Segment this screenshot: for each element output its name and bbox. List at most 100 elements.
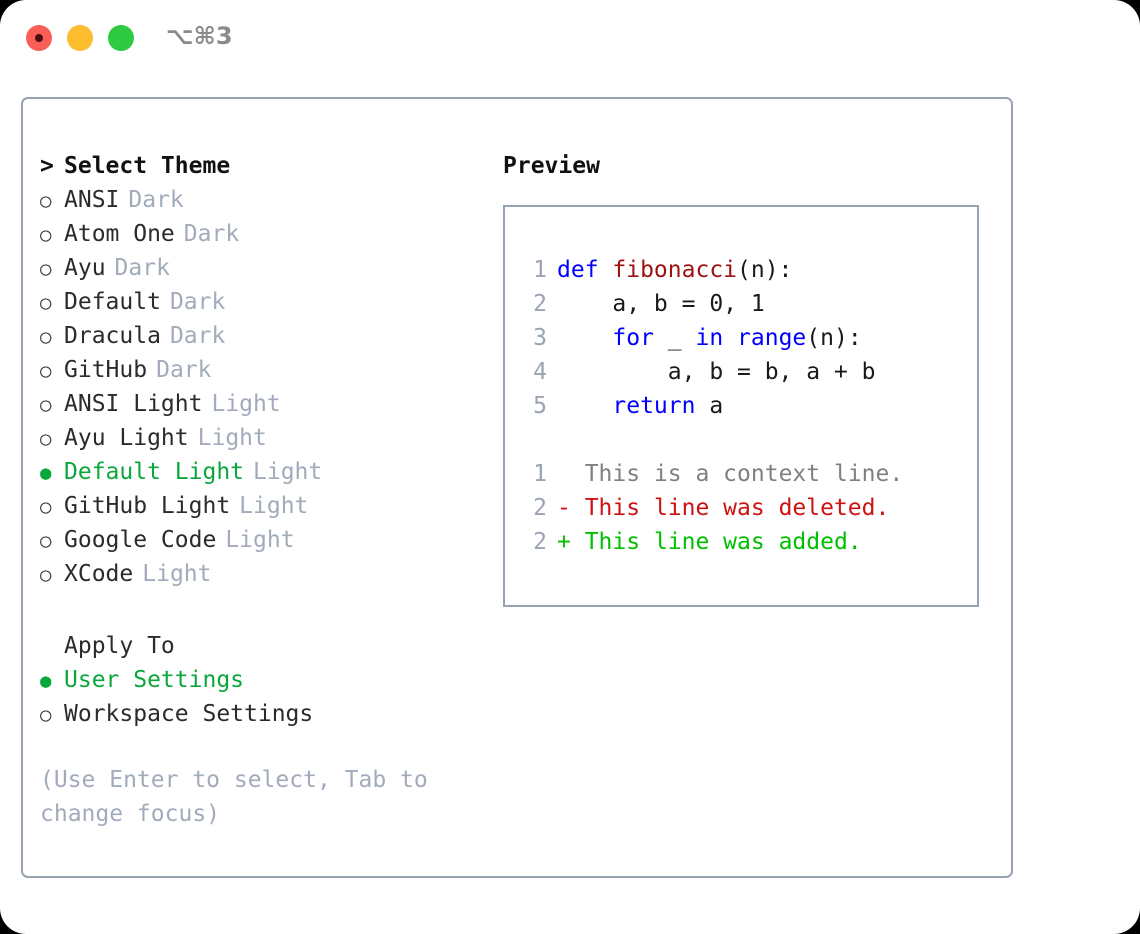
radio-unselected-icon: ○ xyxy=(40,224,52,246)
theme-name: Atom One xyxy=(64,221,175,247)
apply-to-heading: ○Apply To xyxy=(40,629,490,663)
radio-unselected-icon: ○ xyxy=(40,360,52,382)
line-number: 5 xyxy=(533,393,547,419)
theme-name: GitHub Light xyxy=(64,493,231,519)
diff-line: 2- This line was deleted. xyxy=(521,491,969,525)
theme-name: Ayu xyxy=(64,255,106,281)
radio-unselected-icon: ○ xyxy=(40,530,52,552)
theme-name: XCode xyxy=(64,561,134,587)
theme-list-item[interactable]: ○ Ayu Light Light xyxy=(40,421,490,455)
theme-name: ANSI xyxy=(64,187,120,213)
code-token: return xyxy=(612,393,696,419)
theme-variant-label: Light xyxy=(239,493,309,519)
diff-marker xyxy=(557,461,585,487)
code-token: fibonacci xyxy=(612,257,738,283)
code-line: 3 for _ in range(n): xyxy=(521,321,969,355)
theme-name: Google Code xyxy=(64,527,217,553)
theme-list-item[interactable]: ● Default Light Light xyxy=(40,455,490,489)
theme-variant-label: Dark xyxy=(156,357,212,383)
code-token: _ xyxy=(653,325,696,351)
theme-list-item[interactable]: ○ ANSI Light Light xyxy=(40,387,490,421)
theme-variant-label: Light xyxy=(211,391,281,417)
diff-line: 1 This is a context line. xyxy=(521,457,969,491)
code-token: (n): xyxy=(737,257,793,283)
apply-to-option-label: User Settings xyxy=(64,667,245,693)
radio-unselected-icon: ○ xyxy=(40,190,52,212)
theme-variant-label: Light xyxy=(253,459,323,485)
theme-variant-label: Light xyxy=(197,425,267,451)
code-token: def xyxy=(557,257,613,283)
diff-line: 2 + This line was added. xyxy=(521,525,969,559)
radio-unselected-icon: ○ xyxy=(40,394,52,416)
apply-to-marker-placeholder: ○ xyxy=(40,630,64,664)
line-number: 3 xyxy=(533,325,547,351)
caret-icon: > xyxy=(40,153,54,179)
keyboard-shortcut-label: ⌥⌘3 xyxy=(166,22,233,50)
line-number: 4 xyxy=(533,359,547,385)
radio-unselected-icon: ○ xyxy=(40,564,52,586)
theme-variant-label: Light xyxy=(225,527,295,553)
apply-to-option[interactable]: ○Workspace Settings xyxy=(40,697,490,731)
theme-name: GitHub xyxy=(64,357,148,383)
theme-variant-label: Dark xyxy=(169,289,226,315)
code-token: a, b = 0, 1 xyxy=(557,291,765,317)
radio-selected-icon: ● xyxy=(40,462,52,484)
theme-name: Ayu Light xyxy=(64,425,189,451)
theme-name: Default Light xyxy=(64,459,245,485)
line-number: 2 xyxy=(533,495,547,521)
theme-list-item[interactable]: ○ Google Code Light xyxy=(40,523,490,557)
line-number: 2 xyxy=(533,529,547,555)
zoom-button[interactable] xyxy=(108,25,134,51)
code-token xyxy=(557,325,612,351)
diff-text: This is a context line. xyxy=(584,461,904,487)
diff-sample: 1 This is a context line.2- This line wa… xyxy=(521,457,969,559)
code-token: (n): xyxy=(806,325,862,351)
radio-unselected-icon: ○ xyxy=(40,258,52,280)
code-token xyxy=(557,393,612,419)
theme-name: ANSI Light xyxy=(64,391,203,417)
diff-marker: + xyxy=(557,529,585,555)
theme-list-item[interactable]: ○ ANSI Dark xyxy=(40,183,490,217)
diff-text: This line was deleted. xyxy=(584,495,890,521)
code-diff-spacer xyxy=(521,423,969,457)
radio-unselected-icon: ○ xyxy=(40,326,52,348)
theme-list-item[interactable]: ○ Ayu Dark xyxy=(40,251,490,285)
window-controls xyxy=(26,25,134,51)
theme-list-item[interactable]: ○ Default Dark xyxy=(40,285,490,319)
apply-to-list: ●User Settings○Workspace Settings xyxy=(40,663,490,731)
code-token: a, b = b, a + b xyxy=(557,359,876,385)
code-token: range xyxy=(737,325,807,351)
select-theme-heading: > Select Theme xyxy=(40,149,490,183)
apply-to-heading-label: Apply To xyxy=(64,633,175,659)
line-number: 1 xyxy=(533,461,547,487)
theme-name: Default xyxy=(64,289,161,315)
theme-variant-label: Dark xyxy=(169,323,226,349)
theme-list-item[interactable]: ○ GitHub Dark xyxy=(40,353,490,387)
radio-unselected-icon: ○ xyxy=(40,292,52,314)
title-bar: ⌥⌘3 xyxy=(0,0,1140,78)
code-token xyxy=(723,325,737,351)
diff-text: This line was added. xyxy=(584,529,862,555)
apply-to-option[interactable]: ●User Settings xyxy=(40,663,490,697)
code-token: in xyxy=(695,325,724,351)
theme-variant-label: Dark xyxy=(114,255,170,281)
keyboard-hint-text: (Use Enter to select, Tab to change focu… xyxy=(40,767,442,827)
minimize-button[interactable] xyxy=(67,25,93,51)
radio-unselected-icon: ○ xyxy=(40,428,52,450)
select-theme-heading-label: Select Theme xyxy=(64,153,231,179)
code-token: for xyxy=(612,325,654,351)
close-button[interactable] xyxy=(26,25,52,51)
theme-variant-label: Dark xyxy=(128,187,184,213)
